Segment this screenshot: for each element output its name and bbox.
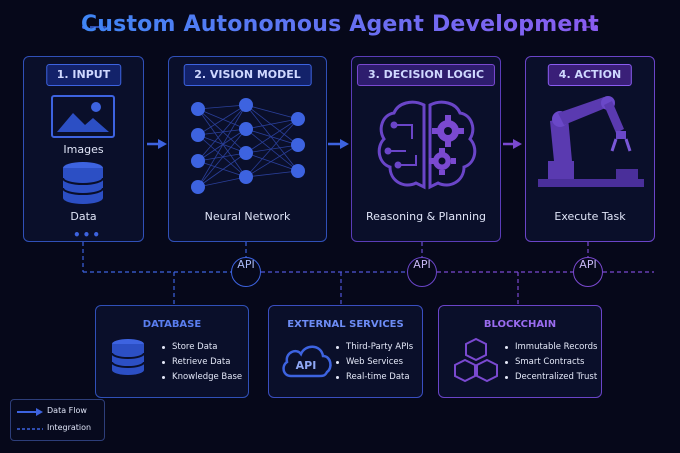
stage-vision-model: 2. VISION MODEL Neural Network — [168, 56, 327, 242]
page-title: Custom Autonomous Agent Development — [0, 8, 680, 44]
api-badge-action: API — [573, 257, 603, 287]
image-icon — [51, 95, 115, 138]
brain-gears-icon — [377, 100, 477, 190]
list-item: Third-Party APIs — [336, 340, 413, 355]
stage-decision-logic: 3. DECISION LOGIC Reasoning & Planning — [351, 56, 501, 242]
data-flow-arrows — [147, 139, 522, 149]
stage-action-label: 4. ACTION — [547, 64, 633, 86]
stage-input: 1. INPUT Images Data ••• — [23, 56, 144, 242]
input-data-label: Data — [70, 210, 97, 223]
execute-task-caption: Execute Task — [554, 210, 626, 223]
stage-vision-label: 2. VISION MODEL — [183, 64, 312, 86]
robot-arm-icon — [538, 96, 644, 187]
list-item: Web Services — [336, 355, 413, 370]
list-item: Decentralized Trust — [505, 370, 597, 385]
title-text: Custom Autonomous Agent Development — [81, 12, 599, 37]
stage-decision-label: 3. DECISION LOGIC — [356, 64, 496, 86]
cloud-api-text: API — [296, 359, 317, 372]
list-item: Immutable Records — [505, 340, 597, 355]
list-item: Smart Contracts — [505, 355, 597, 370]
neural-network-caption: Neural Network — [204, 210, 291, 223]
list-item: Retrieve Data — [162, 355, 242, 370]
list-item: Real-time Data — [336, 370, 413, 385]
cubes-icon — [454, 337, 498, 383]
list-item: Store Data — [162, 340, 242, 355]
blockchain-items: Immutable Records Smart Contracts Decent… — [505, 340, 597, 385]
more-dots: ••• — [73, 228, 103, 242]
service-external: EXTERNAL SERVICES API Third-Party APIs W… — [268, 305, 423, 398]
stage-action: 4. ACTION Execute Task — [525, 56, 655, 242]
database-heading: DATABASE — [142, 319, 202, 330]
database-items: Store Data Retrieve Data Knowledge Base — [162, 340, 242, 385]
api-badge-decision: API — [407, 257, 437, 287]
external-heading: EXTERNAL SERVICES — [287, 319, 404, 330]
neural-network-icon — [191, 98, 305, 194]
legend-symbols — [17, 408, 43, 430]
svg-text:Custom Autonomous Agent Develo: Custom Autonomous Agent Development — [81, 12, 599, 37]
integration-lines — [82, 242, 654, 305]
legend-data-flow: Data Flow — [47, 406, 87, 415]
service-blockchain: BLOCKCHAIN Immutable Records Smart Contr… — [438, 305, 602, 398]
list-item: Knowledge Base — [162, 370, 242, 385]
stage-input-label: 1. INPUT — [45, 64, 122, 86]
cloud-api-icon: API — [282, 345, 332, 378]
blockchain-heading: BLOCKCHAIN — [483, 319, 557, 330]
input-images-label: Images — [63, 143, 104, 156]
legend-integration: Integration — [47, 423, 92, 432]
external-items: Third-Party APIs Web Services Real-time … — [336, 340, 413, 385]
api-badge-vision: API — [231, 257, 261, 287]
reasoning-caption: Reasoning & Planning — [365, 210, 487, 223]
title-decoration — [82, 25, 598, 29]
database-icon — [111, 339, 145, 375]
database-icon — [62, 162, 104, 204]
service-database: DATABASE Store Data Retrieve Data Knowle… — [95, 305, 249, 398]
legend: Data Flow Integration — [10, 399, 105, 441]
